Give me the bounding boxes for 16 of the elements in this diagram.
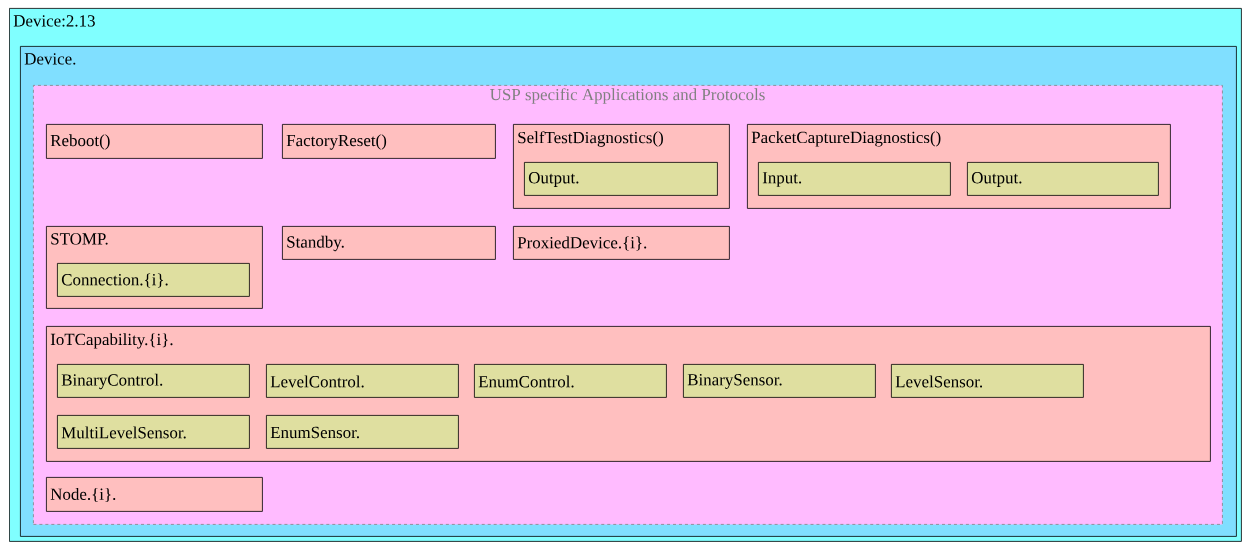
- object-box: FactoryReset(): [282, 124, 496, 159]
- sub-object-box: BinarySensor.: [683, 364, 876, 398]
- object-box: Standby.: [282, 226, 496, 260]
- sub-object-box: Output.: [967, 162, 1159, 196]
- sub-object-box: BinaryControl.: [57, 364, 250, 398]
- sub-object-box: MultiLevelSensor.: [57, 415, 250, 449]
- object-box: ProxiedDevice.{i}.: [513, 226, 730, 260]
- object-box: Node.{i}.: [46, 477, 263, 512]
- sub-object-box: LevelSensor.: [891, 364, 1084, 398]
- sub-object-box: EnumSensor.: [266, 415, 459, 449]
- sub-object-box: Connection.{i}.: [57, 263, 250, 297]
- sub-object-box: EnumControl.: [474, 364, 667, 398]
- sub-object-box: Input.: [758, 162, 951, 196]
- sub-object-box: LevelControl.: [266, 364, 459, 398]
- object-box: Reboot(): [46, 124, 263, 159]
- sub-object-box: Output.: [524, 162, 718, 196]
